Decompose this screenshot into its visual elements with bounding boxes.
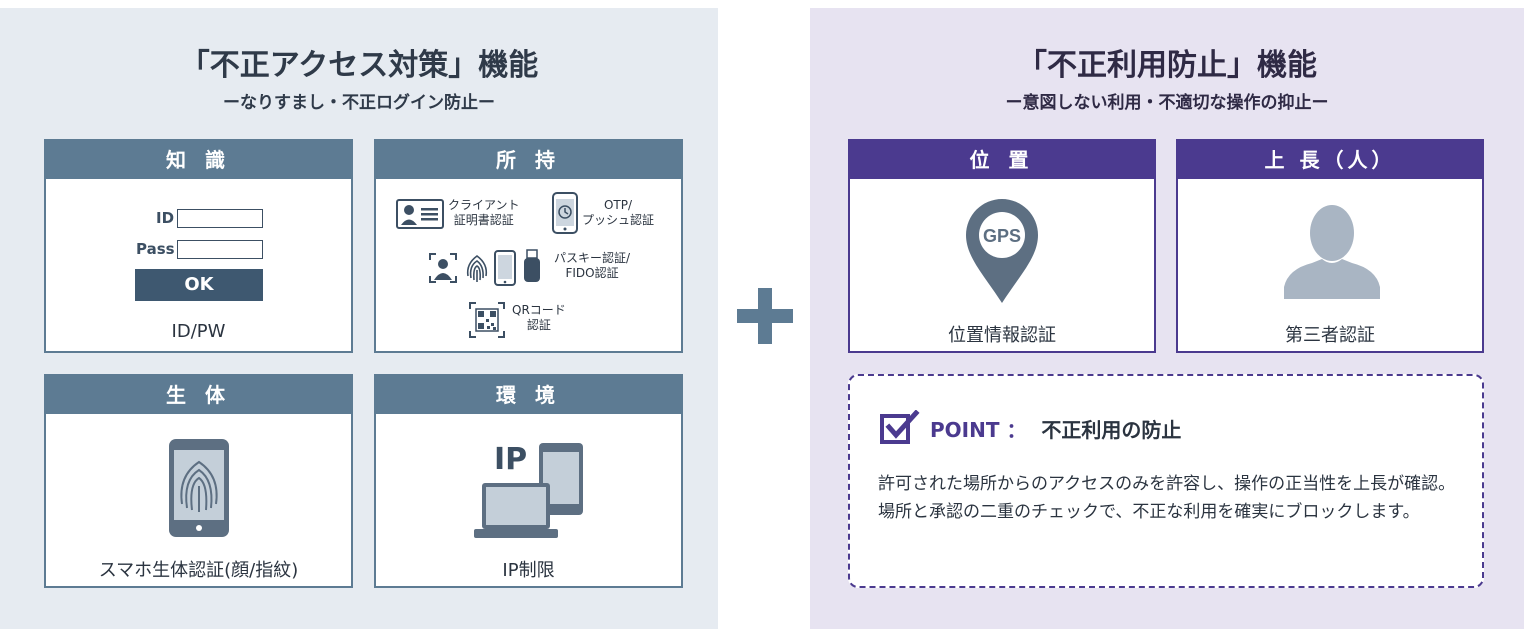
environment-header: 環 境 <box>376 376 681 414</box>
person-icon <box>1284 205 1380 299</box>
right-panel-title: 「不正利用防止」機能 <box>1017 48 1317 83</box>
point-heading: 不正利用の防止 <box>1041 418 1182 442</box>
plus-icon <box>737 288 793 344</box>
point-label: POINT ： <box>930 418 1027 442</box>
gps-pin-icon: GPS <box>966 199 1038 303</box>
point-title: POINT ： 不正利用の防止 <box>930 414 1181 443</box>
location-box: 位 置 GPS 位置情報認証 <box>848 139 1156 353</box>
superior-header: 上 長（人） <box>1178 141 1482 179</box>
otp-phone-icon <box>552 192 578 234</box>
pass-field <box>177 240 263 259</box>
phone-fingerprint-icon <box>169 439 229 537</box>
face-recognition-icon <box>429 253 457 283</box>
superior-caption: 第三者認証 <box>1285 325 1375 346</box>
client-cert-label: クライアント 証明書認証 <box>448 198 520 227</box>
point-box: POINT ： 不正利用の防止 許可された場所からのアクセスのみを許容し、操作の… <box>848 374 1484 588</box>
left-panel-subtitle: ーなりすまし・不正ログイン防止ー <box>223 93 495 113</box>
environment-box: 環 境 IP IP制限 <box>374 374 683 588</box>
qr-code-icon <box>469 302 505 338</box>
location-header: 位 置 <box>850 141 1154 179</box>
checkbox-icon <box>880 410 920 444</box>
ok-button: OK <box>135 269 263 301</box>
id-card-icon <box>396 199 444 229</box>
id-label: ID <box>156 209 175 227</box>
qr-label: QRコード 認証 <box>512 303 566 332</box>
fingerprint-icon <box>466 255 488 282</box>
pass-label: Pass <box>136 240 175 258</box>
knowledge-caption: ID/PW <box>171 321 226 342</box>
biometric-box: 生 体 スマホ生体認証(顔/指紋) <box>44 374 353 588</box>
phone-icon <box>494 250 516 286</box>
possession-box: 所 持 クライアント 証明書認証 OTP/ プッシュ認証 <box>374 139 683 353</box>
knowledge-header: 知 識 <box>46 141 351 179</box>
location-caption: 位置情報認証 <box>948 325 1056 346</box>
id-field <box>177 209 263 228</box>
otp-label: OTP/ プッシュ認証 <box>582 198 655 227</box>
passkey-label: パスキー認証/ FIDO認証 <box>554 251 631 280</box>
gps-text: GPS <box>983 226 1021 246</box>
laptop-icon <box>474 483 558 538</box>
point-body: 許可された場所からのアクセスのみを許容し、操作の正当性を上長が確認。場所と承認の… <box>878 474 1456 522</box>
ip-text: IP <box>494 442 528 477</box>
environment-caption: IP制限 <box>502 560 555 581</box>
knowledge-box: 知 識 ID Pass OK ID/PW <box>44 139 353 353</box>
left-panel-title: 「不正アクセス対策」機能 <box>179 48 539 83</box>
superior-box: 上 長（人） 第三者認証 <box>1176 139 1484 353</box>
possession-header: 所 持 <box>376 141 681 179</box>
biometric-caption: スマホ生体認証(顔/指紋) <box>98 560 299 581</box>
security-key-icon <box>524 249 540 282</box>
right-panel-subtitle: ー意図しない利用・不適切な操作の抑止ー <box>1005 93 1329 113</box>
biometric-header: 生 体 <box>46 376 351 414</box>
